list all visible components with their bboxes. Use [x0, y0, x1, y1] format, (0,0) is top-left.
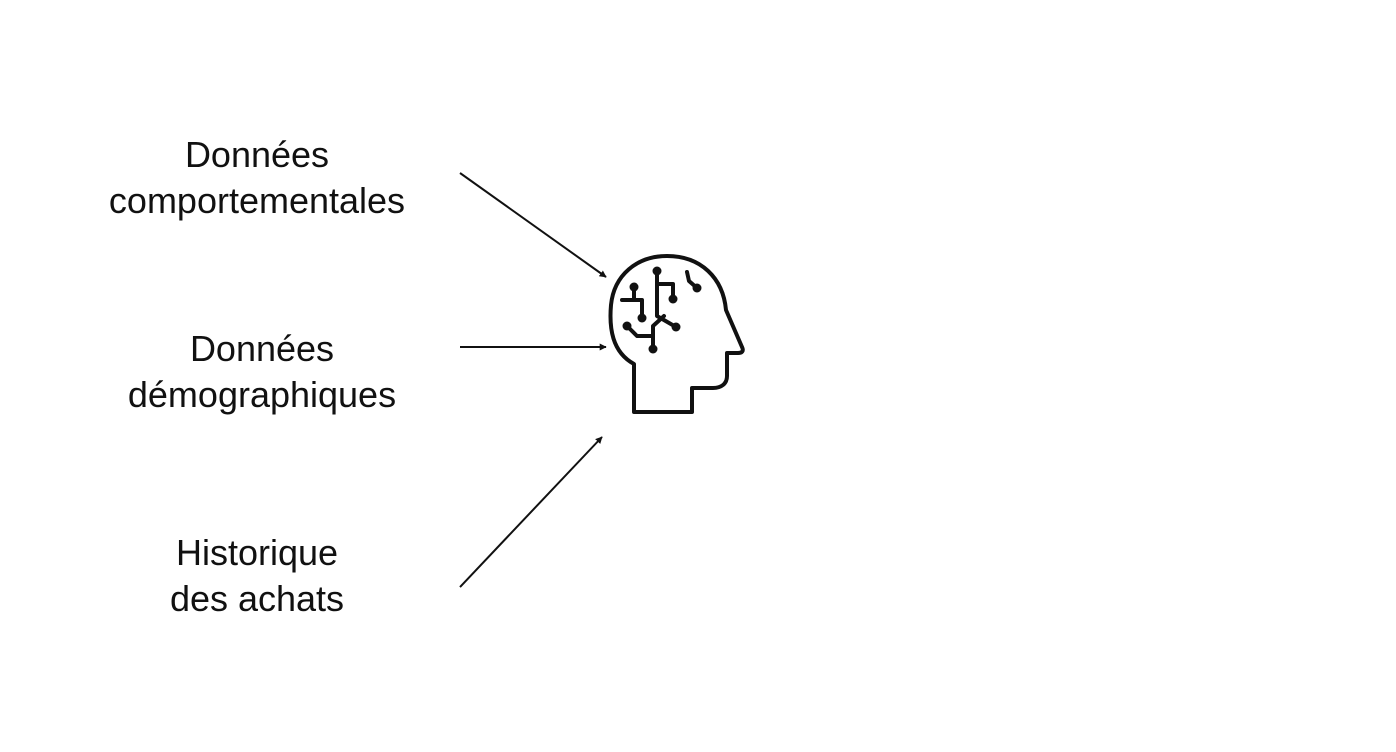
input-label-behavioral-line1: Données — [184, 134, 330, 175]
input-label-demographic-data: Données démographiques — [60, 326, 464, 418]
arrow-behavioral-to-brain — [459, 172, 607, 278]
arrow-history-to-brain — [459, 436, 603, 588]
input-label-behavioral-line2: comportementales — [108, 180, 406, 221]
input-label-history-line2: des achats — [169, 578, 345, 619]
input-label-demographic-line2: démographiques — [127, 374, 397, 415]
input-label-behavioral-data: Données comportementales — [60, 132, 454, 224]
ai-brain-head-icon — [608, 254, 745, 414]
input-label-history-line1: Historique — [175, 532, 339, 573]
input-label-purchase-history: Historique des achats — [100, 530, 414, 622]
circuit-node-dots — [622, 266, 702, 354]
input-label-demographic-line1: Données — [189, 328, 335, 369]
